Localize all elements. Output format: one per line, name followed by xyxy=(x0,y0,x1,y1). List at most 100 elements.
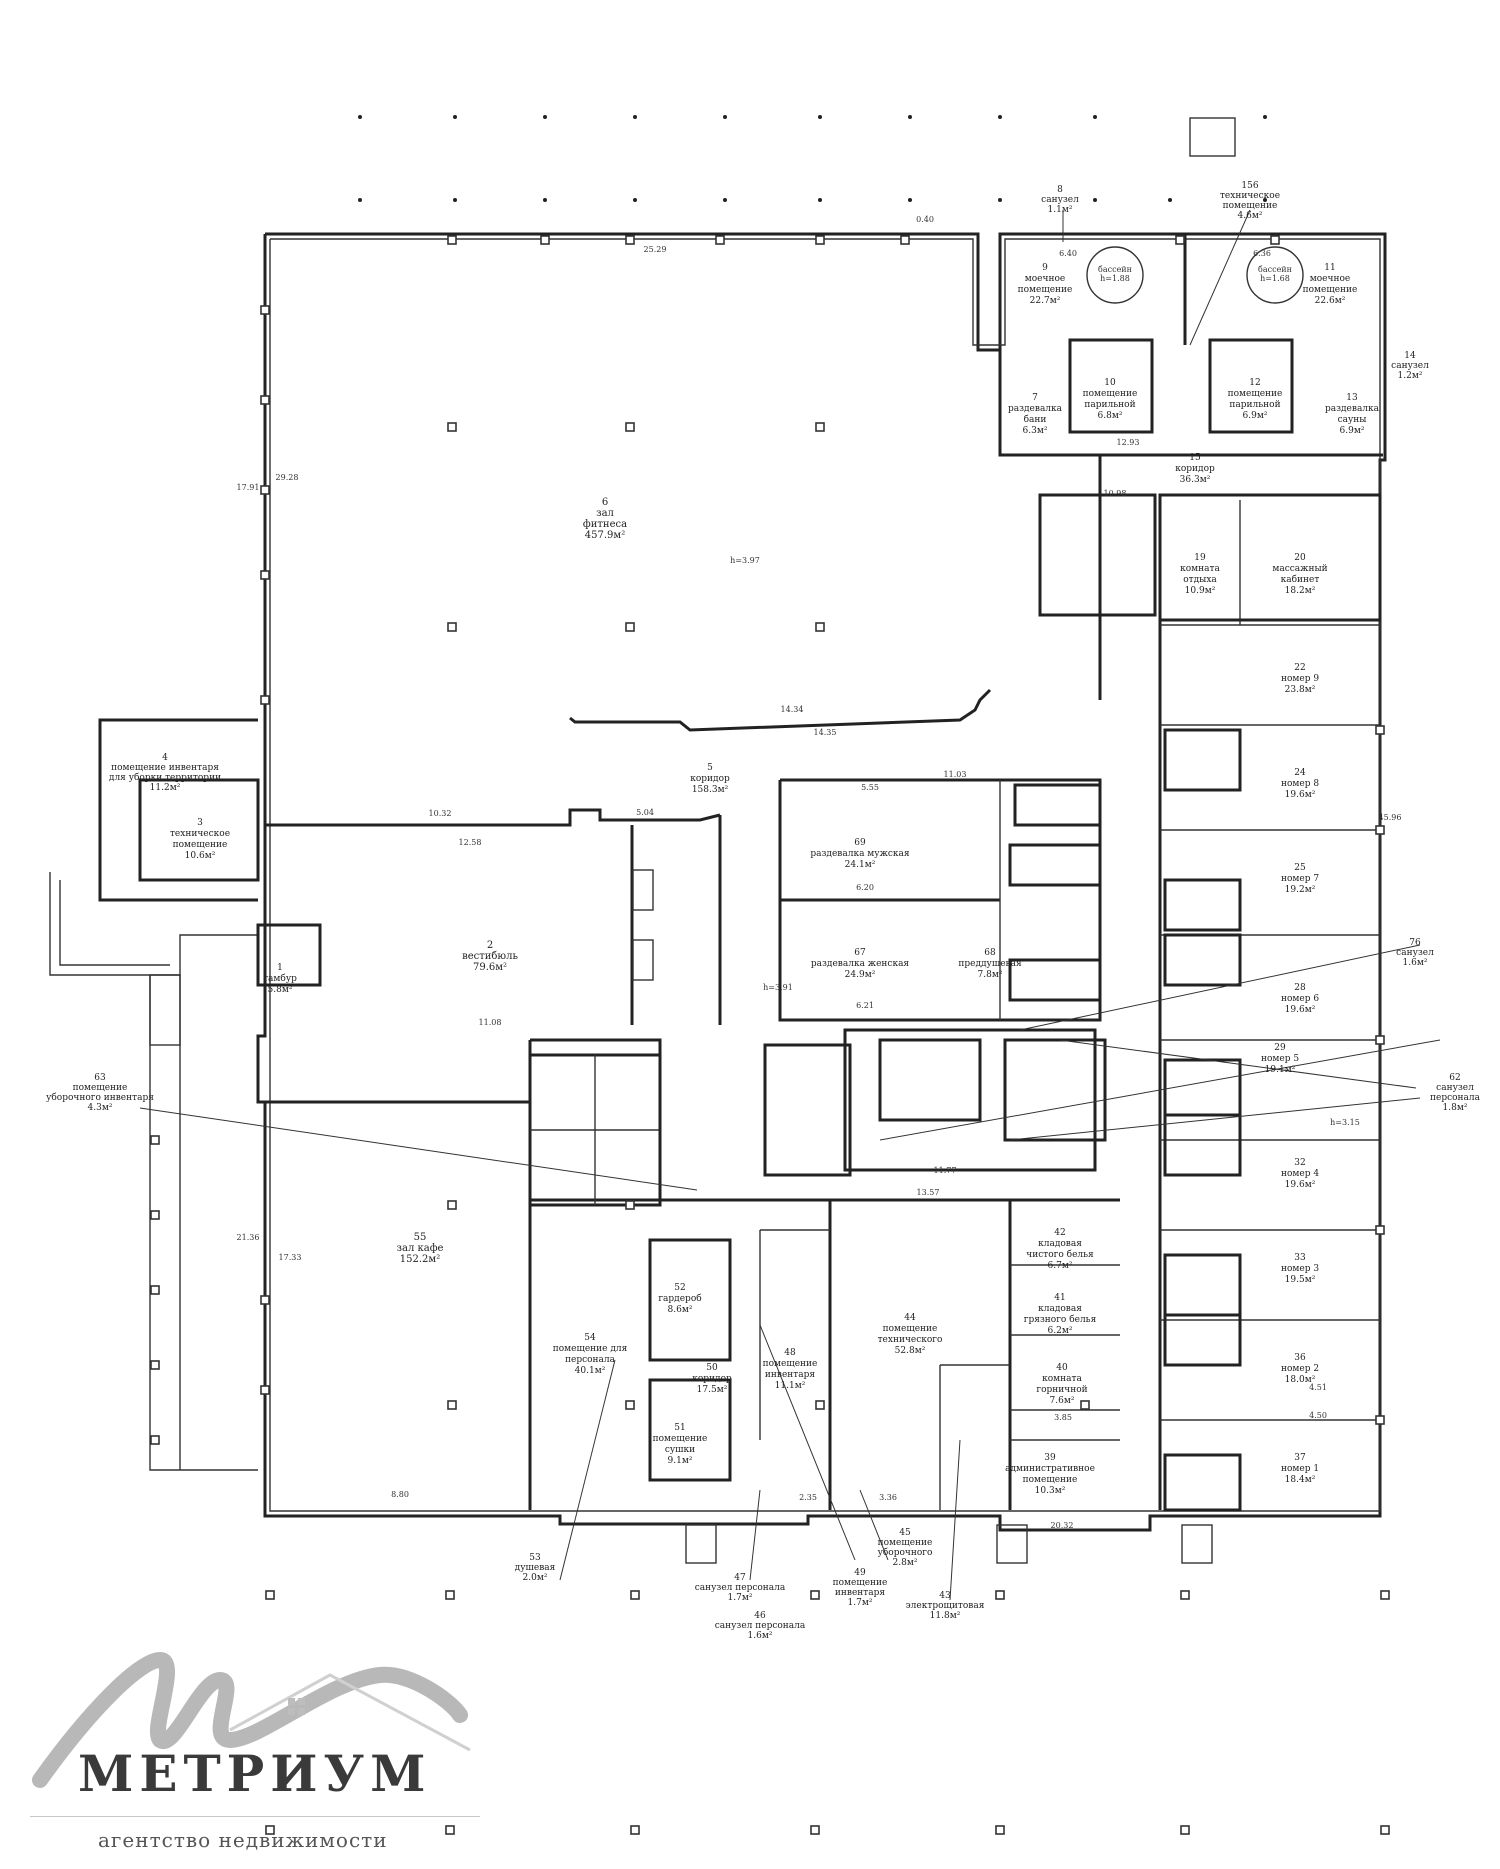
structural-column xyxy=(150,1435,160,1445)
structural-column xyxy=(445,1590,455,1600)
dimension-label: 11.77 xyxy=(934,1166,957,1175)
dimension-label: 21.36 xyxy=(237,1233,260,1242)
structural-column xyxy=(260,1295,270,1305)
structural-column xyxy=(1380,1825,1390,1835)
structural-column xyxy=(625,1400,635,1410)
structural-column xyxy=(1180,1590,1190,1600)
dimension-label: 3.85 xyxy=(1054,1413,1072,1422)
structural-columns xyxy=(150,235,1390,1835)
grid-dot xyxy=(1093,115,1097,119)
structural-column xyxy=(625,622,635,632)
structural-column xyxy=(1175,235,1185,245)
dimension-label: 4.50 xyxy=(1309,1411,1327,1420)
dimension-label: 3.36 xyxy=(879,1493,897,1502)
dimension-label: 14.35 xyxy=(814,728,837,737)
dimension-label: 6.20 xyxy=(856,883,874,892)
structural-column xyxy=(715,235,725,245)
structural-column xyxy=(447,422,457,432)
structural-column xyxy=(1375,1225,1385,1235)
grid-dot xyxy=(1263,115,1267,119)
structural-column xyxy=(815,422,825,432)
structural-column xyxy=(150,1135,160,1145)
structural-column xyxy=(150,1210,160,1220)
dimension-label: 17.33 xyxy=(279,1253,302,1262)
structural-column xyxy=(1375,725,1385,735)
grid-dot xyxy=(1093,198,1097,202)
dimension-label: h=3.91 xyxy=(763,983,793,992)
grid-dots xyxy=(358,115,1267,202)
grid-dot xyxy=(818,198,822,202)
dimension-label: 29.28 xyxy=(276,473,299,482)
grid-dot xyxy=(1168,198,1172,202)
structural-column xyxy=(900,235,910,245)
grid-dot xyxy=(358,198,362,202)
dimension-label: h=3.97 xyxy=(730,556,760,565)
structural-column xyxy=(1375,825,1385,835)
grid-dot xyxy=(998,115,1002,119)
structural-column xyxy=(265,1590,275,1600)
dimension-label: 2.35 xyxy=(799,1493,817,1502)
structural-column xyxy=(445,1825,455,1835)
structural-column xyxy=(625,1200,635,1210)
dimension-label: 14.34 xyxy=(781,705,804,714)
dimension-label: h=3.15 xyxy=(1330,1118,1360,1127)
grid-dot xyxy=(998,198,1002,202)
dimension-label: 17.91 xyxy=(237,483,260,492)
grid-dot xyxy=(908,198,912,202)
grid-dot xyxy=(633,198,637,202)
grid-dot xyxy=(723,198,727,202)
structural-column xyxy=(815,235,825,245)
grid-dot xyxy=(633,115,637,119)
grid-dot xyxy=(818,115,822,119)
grid-dot xyxy=(1263,198,1267,202)
structural-column xyxy=(150,1285,160,1295)
dimension-label: 20.32 xyxy=(1051,1521,1074,1530)
interior-walls xyxy=(49,234,1383,1512)
leader-lines xyxy=(139,209,1441,1601)
structural-column xyxy=(995,1590,1005,1600)
structural-column xyxy=(447,235,457,245)
structural-column xyxy=(260,695,270,705)
dimension-labels: 25.2929.2817.9114.3414.3510.3212.5811.08… xyxy=(237,215,1402,1530)
structural-column xyxy=(540,235,550,245)
exterior-walls xyxy=(256,232,1387,1532)
structural-column xyxy=(150,1360,160,1370)
brand-tagline: агентство недвижимости xyxy=(98,1828,388,1852)
